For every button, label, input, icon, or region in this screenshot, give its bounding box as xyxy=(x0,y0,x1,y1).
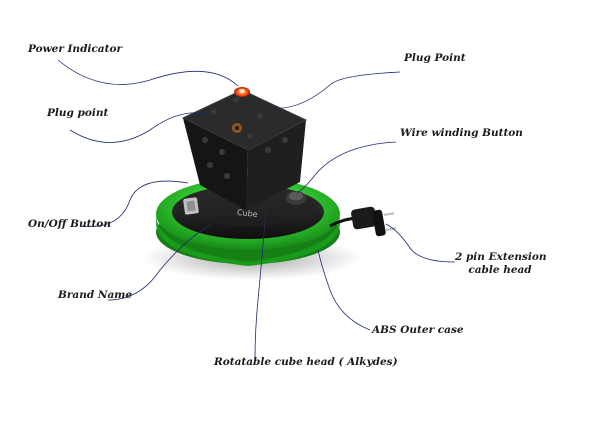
abs-outer-case xyxy=(156,178,340,266)
label-extension-cable: 2 pin Extension cable head xyxy=(455,251,547,277)
leader-abs xyxy=(317,249,371,331)
wire-winding-button[interactable] xyxy=(286,191,306,205)
leader-rotatable xyxy=(254,209,267,361)
label-rotatable-head: Rotatable cube head ( Alkydes) xyxy=(214,356,398,368)
label-abs-outer-case: ABS Outer case xyxy=(372,324,464,336)
label-plug-point-left: Plug point xyxy=(47,107,109,119)
leader-plug-point-top xyxy=(274,71,401,109)
label-extension-line1: 2 pin Extension xyxy=(455,251,547,263)
leader-plug-point-left xyxy=(69,112,209,143)
rotatable-cube-head xyxy=(181,89,308,210)
leader-wire-winding xyxy=(296,141,397,194)
brand-name-text: Cube xyxy=(237,208,259,219)
leader-lines xyxy=(57,59,456,361)
plug-point-holes xyxy=(202,97,288,179)
extension-cable xyxy=(329,206,377,230)
two-pin-plug xyxy=(372,209,397,237)
label-power-indicator: Power Indicator xyxy=(28,43,122,55)
leader-on-off xyxy=(81,180,189,227)
leader-brand xyxy=(107,224,211,301)
power-indicator-light xyxy=(234,87,250,97)
leader-power-indicator xyxy=(57,59,239,87)
label-on-off-button: On/Off Button xyxy=(28,218,111,230)
on-off-button[interactable] xyxy=(183,197,199,215)
label-brand-name: Brand Name xyxy=(58,289,133,301)
label-wire-winding-button: Wire winding Button xyxy=(400,127,523,139)
label-plug-point-top: Plug Point xyxy=(404,52,466,64)
leader-extension xyxy=(385,223,456,263)
label-extension-line2: cable head xyxy=(468,264,532,276)
